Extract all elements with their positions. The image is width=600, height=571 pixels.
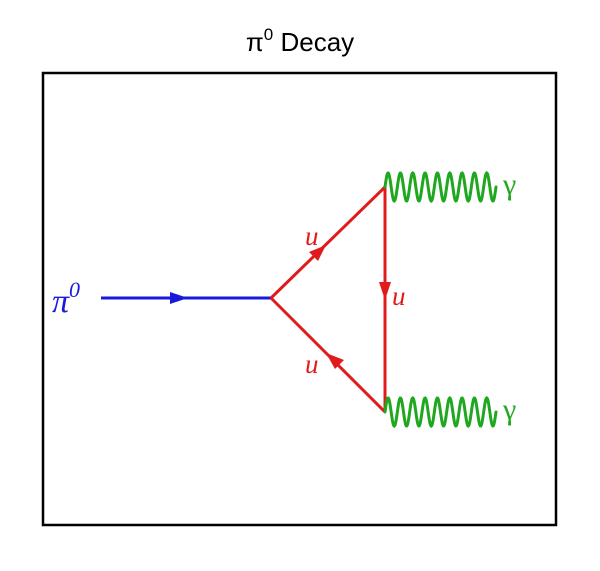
title-superscript: 0 [264, 25, 273, 44]
quark-label-lower: u [305, 349, 319, 379]
quark-line-upper [269, 185, 387, 300]
quark-arrow-lower [326, 353, 344, 369]
diagram-title: π0 Decay [246, 25, 354, 57]
photon-label-lower: γ [502, 393, 516, 426]
pion-arrow [170, 292, 188, 304]
pion-label-superscript: 0 [69, 277, 80, 302]
title-pi: π [246, 27, 264, 57]
quark-label-upper: u [305, 221, 319, 251]
title-rest: Decay [273, 27, 354, 57]
quark-label-right: u [392, 281, 406, 311]
quark-arrow-upper [309, 245, 326, 261]
photon-line-lower [383, 396, 498, 428]
pion-label: π0 [52, 277, 80, 320]
quark-arrow-right [379, 282, 391, 300]
pion-label-base: π [52, 283, 70, 320]
photon-label-upper: γ [502, 168, 516, 201]
diagram-frame [41, 71, 558, 527]
photon-line-upper [383, 171, 498, 203]
